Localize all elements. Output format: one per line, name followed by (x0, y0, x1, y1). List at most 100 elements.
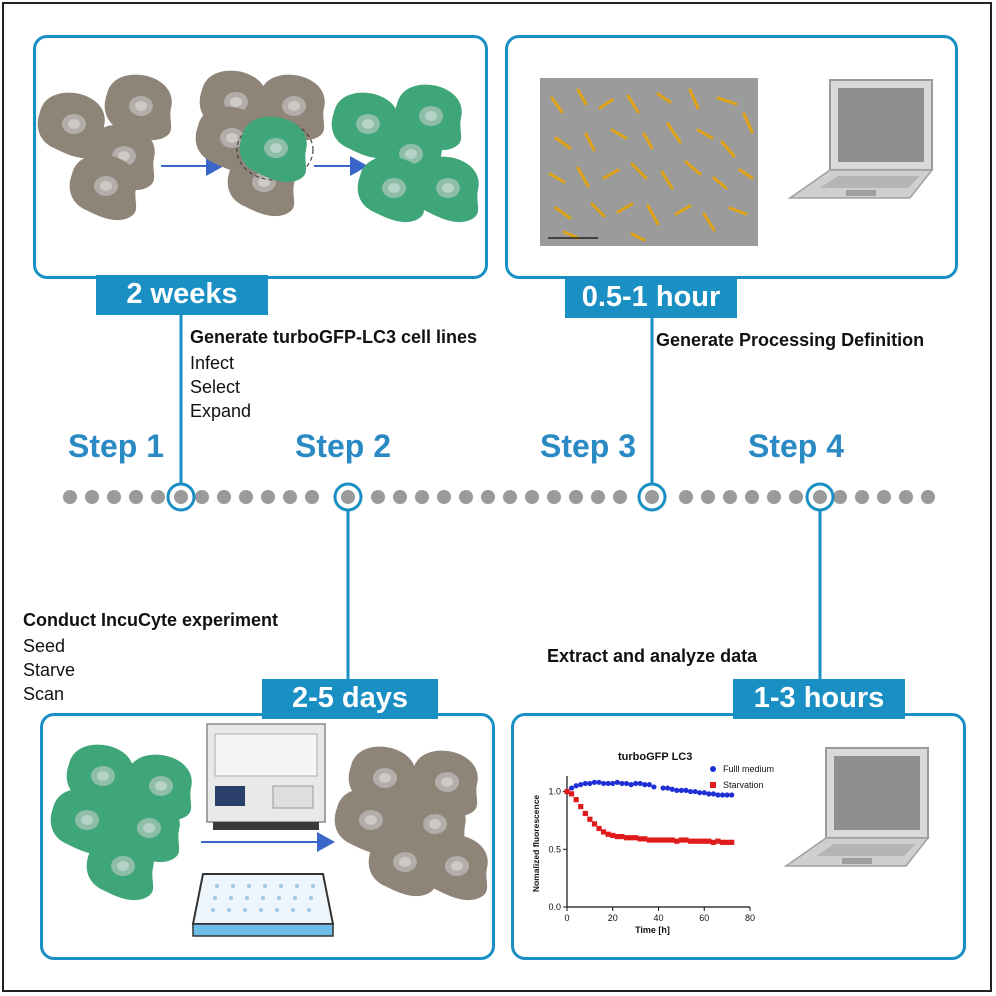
data-point-starvation (578, 803, 584, 810)
data-point-starvation (710, 839, 716, 845)
data-point-starvation (706, 838, 712, 844)
data-point-full-medium (665, 785, 671, 791)
cell-mask-overlay (548, 88, 754, 242)
gray-cells-group-1 (37, 74, 172, 221)
chart-title: turboGFP LC3 (618, 751, 692, 763)
x-axis-label: Time [h] (635, 925, 670, 935)
green-cells-group (50, 744, 192, 901)
data-point-full-medium (637, 780, 643, 787)
step2-item: Starve (23, 660, 76, 680)
data-point-starvation (582, 810, 588, 817)
step-label-1: Step 1 (68, 428, 165, 464)
well-plate-icon (191, 873, 335, 937)
data-point-starvation (729, 839, 735, 845)
incucyte-experiment-illustration (50, 723, 488, 937)
data-point-full-medium (674, 787, 680, 793)
x-tick-label: 20 (608, 913, 618, 923)
data-point-full-medium (596, 779, 602, 785)
data-point-starvation (637, 836, 643, 842)
step4-title: Extract and analyze data (547, 646, 758, 666)
data-point-full-medium (729, 792, 735, 798)
data-point-starvation (724, 839, 730, 845)
laptop-icon (787, 79, 934, 199)
data-point-full-medium (582, 780, 588, 787)
data-point-starvation (719, 839, 726, 845)
data-point-starvation (587, 816, 593, 822)
green-cells-group (331, 84, 479, 223)
duration-badge-step2: 2-5 days (262, 679, 438, 719)
duration-badge-step4: 1-3 hours (733, 679, 905, 719)
data-point-full-medium (591, 779, 598, 785)
data-point-starvation (701, 838, 707, 844)
data-point-full-medium (601, 780, 607, 787)
step-label-2: Step 2 (295, 428, 392, 464)
y-tick-label: 0.5 (548, 844, 561, 854)
data-point-full-medium (706, 791, 712, 797)
legend-marker (710, 782, 716, 788)
laptop-icon (783, 747, 930, 867)
step2-item: Scan (23, 684, 65, 704)
step2-title: Conduct IncuCyte experiment (23, 610, 279, 630)
data-point-starvation (614, 833, 620, 840)
data-point-full-medium (605, 780, 611, 787)
data-point-starvation (687, 838, 694, 844)
data-point-starvation (697, 838, 703, 844)
data-point-starvation (623, 835, 630, 841)
duration-badge-step3: 0.5-1 hour (565, 278, 737, 318)
data-point-full-medium (669, 786, 675, 792)
data-point-starvation (683, 837, 689, 843)
data-point-full-medium (701, 790, 707, 796)
data-point-starvation (591, 821, 598, 827)
data-point-starvation (715, 838, 721, 844)
data-point-starvation (646, 837, 652, 843)
data-point-full-medium (660, 785, 666, 791)
data-point-starvation (596, 825, 602, 832)
data-point-starvation (605, 831, 611, 837)
gray-cells-group (334, 746, 488, 901)
data-point-full-medium (587, 780, 593, 787)
data-point-full-medium (568, 785, 575, 791)
data-point-full-medium (683, 787, 689, 793)
data-point-starvation (660, 837, 666, 843)
duration-badge-step1: 2 weeks (96, 275, 268, 315)
data-point-starvation (642, 836, 648, 842)
data-point-starvation (619, 833, 625, 840)
step1-item: Infect (190, 353, 235, 373)
legend-label: Starvation (723, 780, 764, 790)
data-point-full-medium (623, 780, 630, 787)
data-point-full-medium (687, 788, 694, 795)
data-point-full-medium (710, 791, 716, 797)
data-point-starvation (601, 829, 607, 835)
data-point-starvation (669, 837, 675, 843)
y-tick-label: 1.0 (548, 787, 561, 797)
step2-item: Seed (23, 636, 66, 656)
step1-item: Expand (190, 401, 252, 421)
x-tick-label: 40 (653, 913, 663, 923)
data-point-starvation (665, 837, 671, 843)
data-point-full-medium (633, 780, 639, 787)
step-label-3: Step 3 (540, 428, 637, 464)
data-point-full-medium (646, 782, 652, 788)
incucyte-instrument-icon (206, 723, 326, 830)
x-tick-label: 80 (745, 913, 755, 923)
incucyte-image-illustration (540, 78, 934, 246)
data-point-starvation (633, 835, 639, 841)
step1-title: Generate turboGFP-LC3 cell lines (190, 327, 478, 347)
step1-items: Infect Select Expand (190, 351, 251, 423)
data-point-full-medium (692, 788, 698, 795)
data-point-full-medium (628, 782, 634, 788)
cell-line-illustration (37, 70, 479, 223)
data-point-full-medium (610, 780, 616, 787)
legend-marker (710, 766, 716, 772)
y-tick-label: 0.0 (548, 902, 561, 912)
panel-step2 (40, 713, 495, 960)
data-point-full-medium (619, 780, 625, 787)
data-point-full-medium (573, 783, 579, 789)
step-label-4: Step 4 (748, 428, 845, 464)
panel-step3 (505, 35, 958, 279)
data-point-starvation (692, 838, 698, 844)
data-point-full-medium (724, 792, 730, 798)
